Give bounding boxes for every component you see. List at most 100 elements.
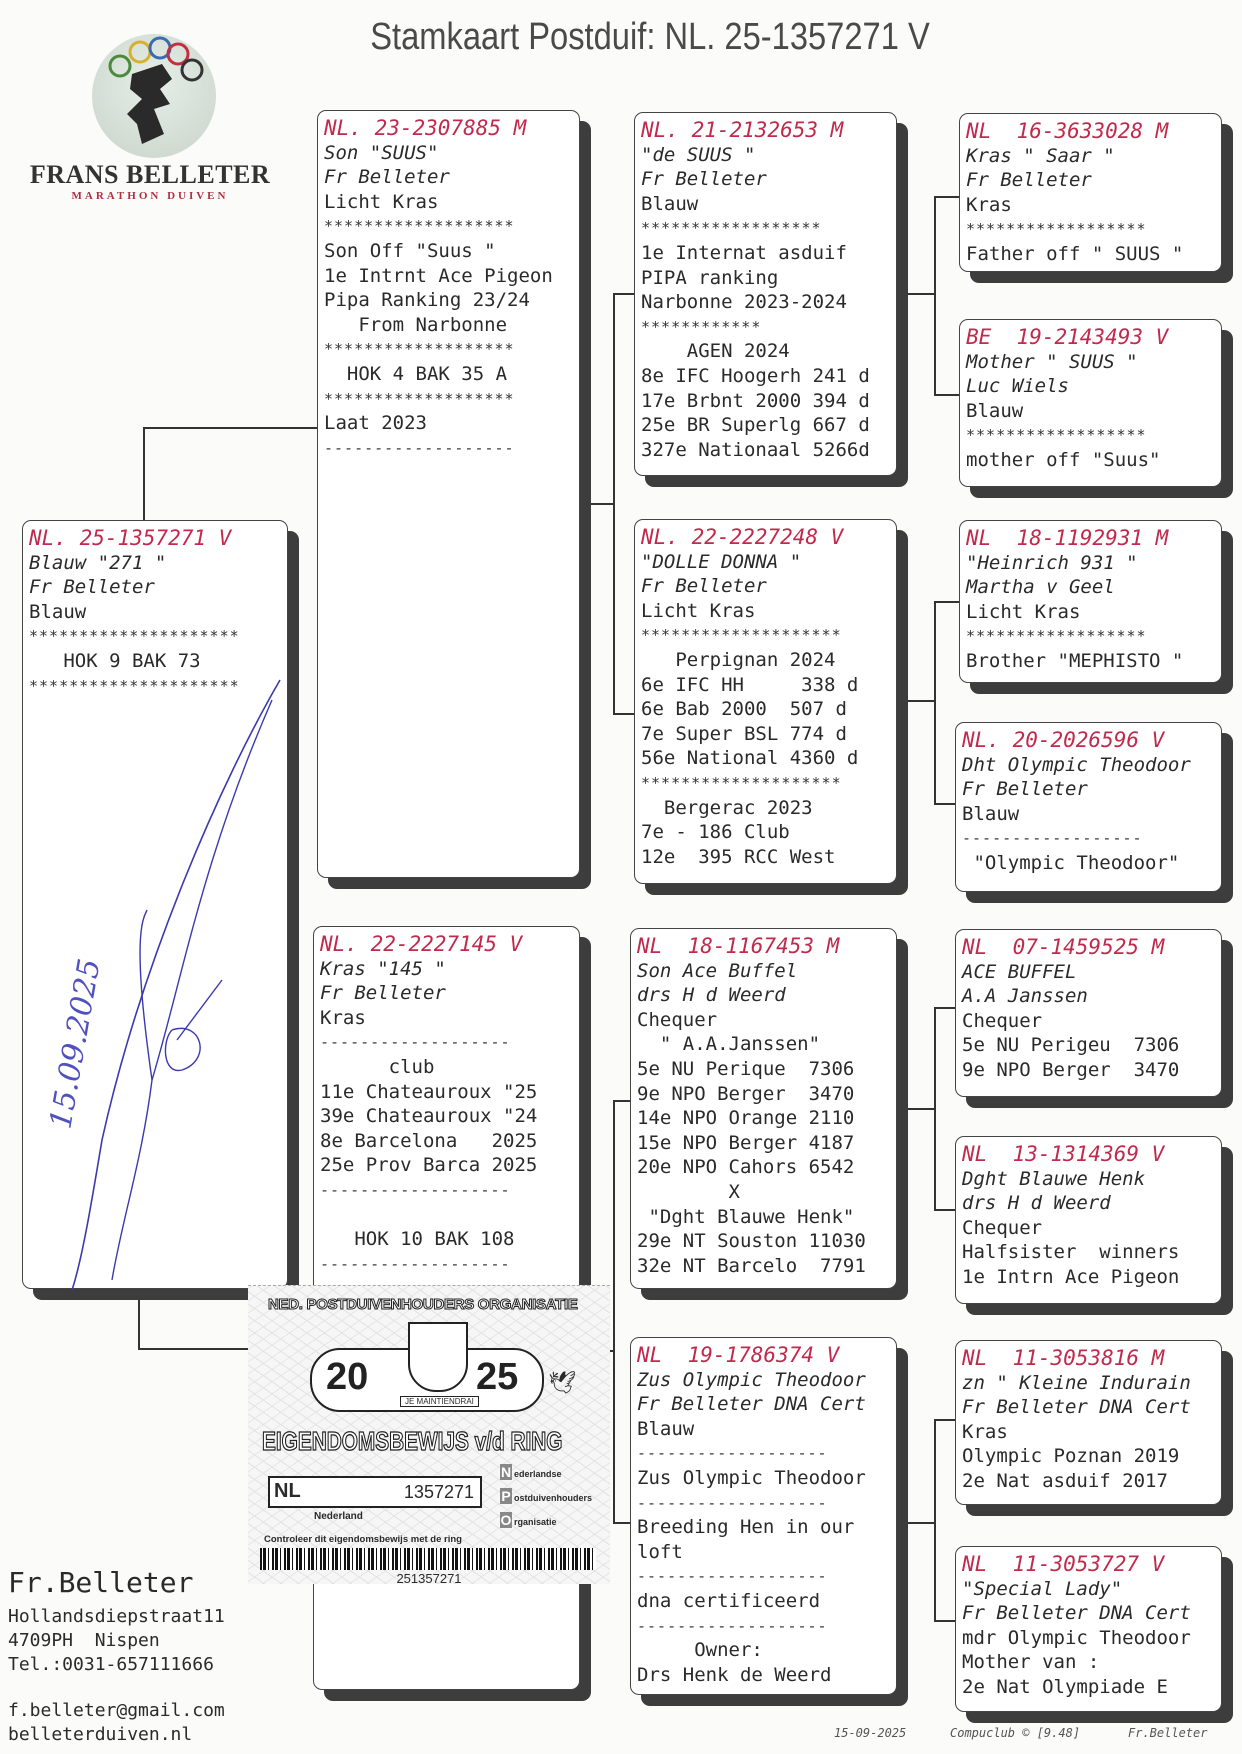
- separator: ******************: [641, 219, 822, 238]
- separator: *******************: [324, 340, 515, 359]
- card-line: Mother " SUUS ": [966, 350, 1138, 373]
- ring-id: NL. 25-1357271 V: [29, 526, 232, 550]
- card-line: Fr Belleter: [641, 168, 767, 191]
- year-right: 25: [476, 1356, 519, 1398]
- card-line: Fr Belleter: [966, 169, 1092, 192]
- ring-id: NL. 21-2132653 M: [641, 118, 844, 142]
- ring-id: NL 19-1786374 V: [637, 1343, 840, 1367]
- card-line: Mother van :: [962, 1651, 1100, 1674]
- card-line: Olympic Poznan 2019: [962, 1445, 1180, 1468]
- ring-id: NL 11-3053727 V: [962, 1552, 1165, 1576]
- page-title: Stamkaart Postduif: NL. 25-1357271 V: [370, 16, 930, 58]
- card-line: Fr Belleter DNA Cert: [637, 1393, 866, 1416]
- card-line: ACE BUFFEL: [962, 960, 1077, 983]
- card-line: Chequer: [962, 1009, 1043, 1032]
- ring-id: NL 16-3633028 M: [966, 119, 1169, 143]
- card-line: Brother "MEPHISTO ": [966, 649, 1184, 672]
- card-line: Fr Belleter DNA Cert: [962, 1602, 1191, 1625]
- card-line: Blauw: [962, 802, 1020, 825]
- card-line: "DOLLE DONNA ": [641, 550, 802, 573]
- card-line: 29e NT Souston 11030: [637, 1230, 866, 1253]
- ring-id: BE 19-2143493 V: [966, 325, 1169, 349]
- card-line: 6e IFC HH 338 d: [641, 673, 859, 696]
- separator: ******************: [966, 426, 1147, 445]
- card-line: Fr Belleter: [324, 166, 450, 189]
- card-line: 7e - 186 Club: [641, 821, 790, 844]
- separator: -------------------: [637, 1616, 828, 1635]
- card-line: 14e NPO Orange 2110: [637, 1107, 855, 1130]
- card-line: Luc Wiels: [966, 375, 1069, 398]
- card-line: A.A Janssen: [962, 985, 1088, 1008]
- card-line: Chequer: [962, 1216, 1043, 1239]
- card-line: Zus Olympic Theodoor: [637, 1368, 866, 1391]
- card-line: 5e NU Perique 7306: [637, 1057, 855, 1080]
- pigeon-card-g3-3: NL 18-1192931 M"Heinrich 931 "Martha v G…: [959, 520, 1222, 683]
- separator: -------------------: [320, 1254, 511, 1273]
- separator: *******************: [324, 389, 515, 408]
- ring-ownership-certificate: NED. POSTDUIVENHOUDERS ORGANISATIE 20 25…: [248, 1285, 610, 1586]
- card-line: HOK 4 BAK 35 A: [324, 362, 508, 385]
- card-line: Zus Olympic Theodoor: [637, 1466, 866, 1489]
- separator: ------------------: [962, 829, 1143, 848]
- card-line: Son Ace Buffel: [637, 959, 798, 982]
- handwritten-signature: 15.09.2025: [43, 679, 281, 1291]
- card-line: club: [320, 1055, 435, 1078]
- ring-id: NL. 23-2307885 M: [324, 116, 527, 140]
- owner-phone: Tel.:0031-657111666: [8, 1654, 214, 1675]
- card-line: HOK 10 BAK 108: [320, 1228, 515, 1251]
- barcode-number: 251357271: [396, 1571, 462, 1586]
- card-line: Kras " Saar ": [966, 144, 1115, 167]
- card-line: [320, 1203, 573, 1228]
- owner-website[interactable]: belleterduiven.nl: [8, 1724, 193, 1745]
- card-line: 9e NPO Berger 3470: [637, 1082, 855, 1105]
- card-line: loft: [637, 1540, 683, 1563]
- separator: *********************: [29, 676, 240, 695]
- card-line: drs H d Weerd: [962, 1192, 1111, 1215]
- separator: -------------------: [324, 438, 515, 457]
- footer-date: 15-09-2025: [834, 1726, 907, 1740]
- card-line: Owner:: [637, 1639, 763, 1662]
- card-line: mother off "Suus": [966, 448, 1161, 471]
- card-line: Dht Olympic Theodoor: [962, 753, 1191, 776]
- card-line: X: [637, 1180, 740, 1203]
- card-line: Blauw: [29, 600, 87, 623]
- card-line: 1e Internat asduif: [641, 241, 847, 264]
- ring-id: NL 11-3053816 M: [962, 1346, 1165, 1370]
- footer-user: Fr.Belleter: [1128, 1726, 1208, 1740]
- separator: ******************: [966, 627, 1147, 646]
- crest-icon: [408, 1322, 468, 1392]
- card-line: 17e Brbnt 2000 394 d: [641, 389, 870, 412]
- card-line: "de SUUS ": [641, 143, 756, 166]
- ring-card-header: NED. POSTDUIVENHOUDERS ORGANISATIE: [268, 1296, 579, 1314]
- card-line: From Narbonne: [324, 313, 508, 336]
- owner-email[interactable]: f.belleter@gmail.com: [8, 1700, 225, 1721]
- separator: *********************: [29, 627, 240, 646]
- owner-name: Fr.Belleter: [8, 1566, 194, 1599]
- separator: *******************: [324, 217, 515, 236]
- ring-nederland: Nederland: [314, 1511, 363, 1522]
- separator: -------------------: [637, 1444, 828, 1463]
- separator: -------------------: [637, 1567, 828, 1586]
- ring-id: NL 07-1459525 M: [962, 935, 1165, 959]
- card-line: Licht Kras: [641, 599, 756, 622]
- card-line: Chequer: [637, 1008, 718, 1031]
- card-line: Son "SUUS": [324, 141, 439, 164]
- card-line: " A.A.Janssen": [637, 1033, 821, 1056]
- pigeon-card-g3-8: NL 11-3053727 V"Special Lady"Fr Belleter…: [955, 1546, 1222, 1712]
- card-line: Licht Kras: [324, 190, 439, 213]
- card-line: Blauw: [966, 399, 1024, 422]
- card-line: Halfsister winners: [962, 1241, 1180, 1264]
- card-line: "Dght Blauwe Henk": [637, 1205, 855, 1228]
- card-line: Kras: [320, 1006, 366, 1029]
- card-line: Blauw: [637, 1417, 695, 1440]
